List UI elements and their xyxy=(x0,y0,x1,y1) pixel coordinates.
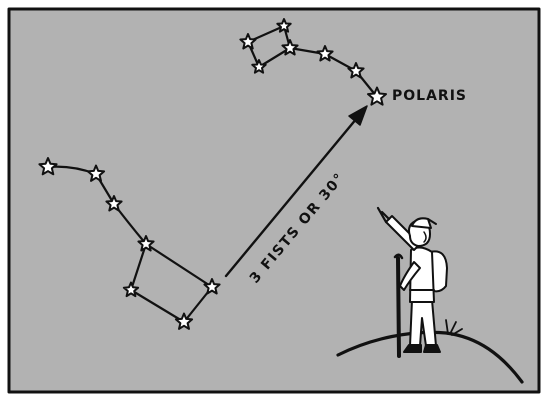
sky-panel xyxy=(7,7,541,394)
big-dipper-star-icon xyxy=(203,278,221,295)
big-dipper-star-icon xyxy=(137,235,155,252)
hill xyxy=(336,319,524,384)
little-dipper-star-icon xyxy=(281,39,299,56)
arrow-head-icon xyxy=(348,105,368,126)
big-dipper-star-icon xyxy=(174,312,194,330)
little-dipper-star-icon xyxy=(239,33,257,50)
polaris-star-icon xyxy=(367,86,387,106)
big-dipper-star-icon xyxy=(122,281,140,298)
little-dipper-star-icon xyxy=(251,59,267,74)
grass-tuft xyxy=(445,319,463,336)
pointer-arrow xyxy=(224,105,368,278)
big-dipper-star-icon xyxy=(38,157,58,176)
big-dipper-star-icon xyxy=(105,195,123,212)
stars xyxy=(38,18,387,330)
little-dipper-star-icon xyxy=(347,62,365,79)
polaris-label: POLARIS xyxy=(392,88,467,104)
little-dipper-star-icon xyxy=(316,45,334,62)
walking-stick xyxy=(396,256,401,358)
little-dipper-star-icon xyxy=(276,18,292,33)
hiker-figure xyxy=(376,206,448,358)
big-dipper-star-icon xyxy=(86,164,106,182)
